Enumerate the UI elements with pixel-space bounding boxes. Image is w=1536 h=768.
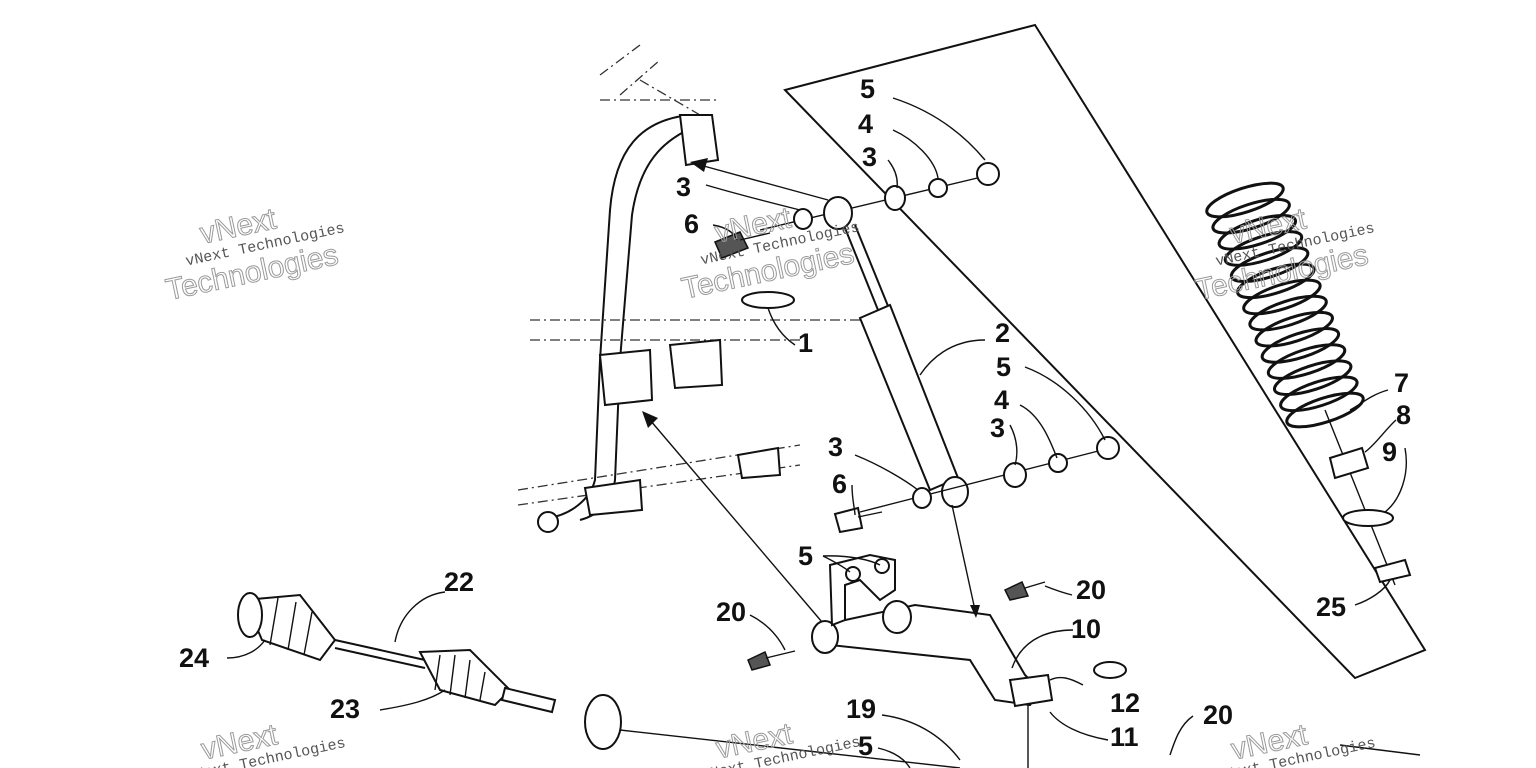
callout-20-left: 20 xyxy=(716,597,746,627)
callout-8: 8 xyxy=(1396,400,1411,430)
spring-coil xyxy=(1254,310,1334,348)
callout-5-upper: 5 xyxy=(860,74,875,104)
upper-mount-hardware xyxy=(714,162,1000,309)
spring-coil xyxy=(1260,327,1341,364)
callout-10: 10 xyxy=(1071,614,1101,644)
callout-23: 23 xyxy=(330,694,360,724)
lower-mount-hardware xyxy=(833,436,1120,534)
callout-19: 19 xyxy=(846,694,876,724)
callout-24: 24 xyxy=(179,643,209,673)
callout-6-upper: 6 xyxy=(684,209,699,239)
spring-coil xyxy=(1272,359,1353,397)
spring-coil xyxy=(1236,262,1316,300)
callout-2: 2 xyxy=(995,318,1010,348)
callout-9: 9 xyxy=(1382,437,1397,467)
spring-coil xyxy=(1211,197,1291,235)
callout-22: 22 xyxy=(444,567,474,597)
spring-coil xyxy=(1229,246,1310,283)
callout-3-lower-right: 3 xyxy=(990,413,1005,443)
spring-seats xyxy=(1324,409,1412,586)
exploded-view-panel xyxy=(783,23,1427,680)
frame-outline xyxy=(517,44,860,533)
assembly-arrows xyxy=(642,158,980,623)
callout-3-lower-left: 3 xyxy=(828,432,843,462)
callout-3-upper-right: 3 xyxy=(862,142,877,172)
callout-labels: 5 4 3 3 6 1 2 5 4 3 3 6 5 20 20 10 22 24… xyxy=(179,74,1411,761)
callout-6-lower: 6 xyxy=(832,469,847,499)
callout-3-upper-left: 3 xyxy=(676,172,691,202)
spring-coil xyxy=(1248,294,1328,332)
spring-coil xyxy=(1285,391,1365,429)
spring-coil xyxy=(1217,213,1298,251)
callout-20-bottom: 20 xyxy=(1203,700,1233,730)
drive-axle xyxy=(237,592,961,768)
spring-assembly xyxy=(1205,181,1365,429)
callout-1: 1 xyxy=(798,328,813,358)
spring-coil xyxy=(1279,375,1359,413)
callout-5-bracket: 5 xyxy=(798,541,813,571)
spring-coil xyxy=(1223,230,1304,267)
callout-5-bottom: 5 xyxy=(858,731,873,761)
callout-7: 7 xyxy=(1394,368,1409,398)
callout-12: 12 xyxy=(1110,688,1140,718)
callout-4-upper: 4 xyxy=(858,109,873,139)
spring-coil xyxy=(1205,181,1285,219)
callout-4-lower: 4 xyxy=(994,385,1009,415)
shock-absorber xyxy=(844,224,969,508)
callout-25: 25 xyxy=(1316,592,1346,622)
spring-coil xyxy=(1266,343,1347,380)
callout-11: 11 xyxy=(1110,722,1139,752)
watermarks: vNext vNext Technologies Technologies vN… xyxy=(163,201,1378,768)
callout-20-right: 20 xyxy=(1076,575,1106,605)
leader-lines xyxy=(226,97,1421,768)
a-arm xyxy=(747,553,1127,768)
spring-coil xyxy=(1242,278,1322,316)
callout-5-lower: 5 xyxy=(996,352,1011,382)
